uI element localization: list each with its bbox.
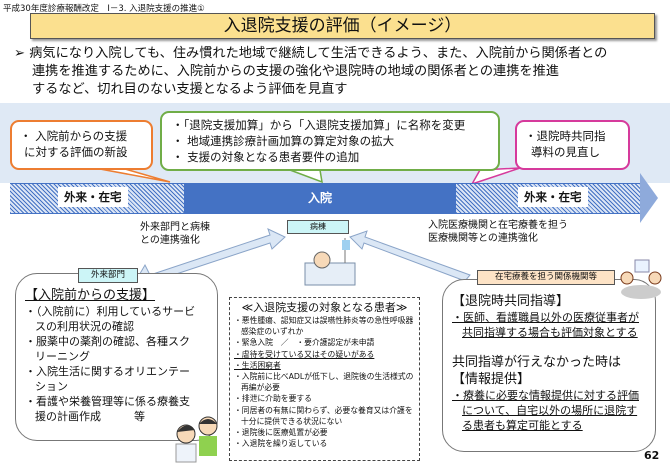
list-item: ・入退院を繰り返している — [234, 439, 328, 449]
list-item: ・退院後に医療処置が必要 — [234, 428, 328, 438]
page-title: 入退院支援の評価（イメージ） — [30, 13, 655, 39]
summary-text: 病気になり入院しても、住み慣れた地域で継続して生活できるよう、また、入院前から関… — [29, 46, 608, 61]
list-item: ・虐待を受けている又はその疑いがある — [234, 349, 375, 359]
outpatient-heading: 【入院前からの支援】 — [25, 288, 156, 303]
callout-line: ・ 支援の対象となる患者要件の追加 — [172, 150, 360, 164]
summary-line: 連携を推進するために、入院前からの支援の強化や退院時の地域の関係者との連携を推進 — [32, 64, 559, 79]
list-item: ・排泄に介助を要する — [234, 394, 312, 404]
list-item: ・生活困窮者 — [234, 360, 281, 370]
target-patients-box: ≪入退院支援の対象となる患者≫ ・悪性腫瘍、認知症又は誤嚥性肺炎等の急性呼吸器感… — [229, 297, 420, 461]
summary: ➢ 病気になり入院しても、住み慣れた地域で継続して生活できるよう、また、入院前か… — [14, 45, 664, 99]
note-institutions: 入院医療機関と在宅療養を担う 医療機関等との連携強化 — [428, 219, 568, 245]
callout-line: ・ 入院前からの支援 — [20, 129, 128, 143]
timeline-label-right: 外来・在宅 — [518, 187, 588, 207]
list-item: ・服薬中の薬剤の確認、各種スクリーニング — [25, 335, 190, 363]
list-item: ・入院生活に関するオリエンテーション — [25, 365, 190, 393]
joint-guidance-heading: 【退院時共同指導】 — [452, 294, 570, 309]
hospital-patient-illustration — [304, 238, 356, 286]
breadcrumb: 平成30年度診療報酬改定 Ⅰ－3. 入退院支援の推進① — [3, 4, 205, 14]
callout-line: ・ 地域連携診療計画加算の算定対象の拡大 — [172, 134, 395, 148]
list-item: ・入院前に比べADLが低下し、退院後の生活様式の再編が必要 — [234, 372, 414, 393]
meeting-illustration — [620, 259, 662, 299]
summary-line: するなど、切れ目のない支援となるよう評価を見直す — [32, 82, 348, 97]
note-outpatient-ward: 外来部門と病棟 との連携強化 — [140, 221, 210, 247]
home-care-content: 【退院時共同指導】 ・医師、看護職員以外の医療従事者が共同指導する場合も評価対象… — [452, 293, 647, 433]
outpatient-panel — [15, 273, 218, 441]
target-patients-heading: ≪入退院支援の対象となる患者≫ — [241, 301, 408, 314]
home-care-tag: 在宅療養を担う関係機関等 — [477, 270, 615, 285]
note-line: との連携強化 — [140, 235, 200, 246]
callout-line: ・「退院支援加算」から「入退院支援加算」に名称を変更 — [172, 118, 466, 132]
timeline-admission: 入院 — [184, 183, 456, 214]
bullet-arrow-icon: ➢ — [14, 46, 30, 61]
home-care-panel — [442, 279, 656, 452]
note-line: 入院医療機関と在宅療養を担う — [428, 220, 568, 231]
note-line: 外来部門と病棟 — [140, 222, 210, 233]
list-item: ・同居者の有無に関わらず、必要な養育又は介護を十分に提供できる状況にない — [234, 405, 413, 426]
callout-line: ・退院時共同指 — [525, 129, 606, 143]
callout-preadmission: ・ 入院前からの支援 に対する評価の新設 — [10, 120, 153, 170]
list-item: ・医師、看護職員以外の医療従事者が共同指導する場合も評価対象とする — [452, 311, 639, 339]
callout-line: 導料の見直し — [531, 145, 600, 159]
callout-line: に対する評価の新設 — [24, 145, 128, 159]
info-provision-heading: 【情報提供】 — [452, 372, 531, 387]
timeline-label-left: 外来・在宅 — [58, 187, 128, 207]
list-item: ・療養に必要な情報提供に対する評価について、自宅以外の場所に退院する患者も算定可… — [452, 389, 639, 432]
fallback-text: 共同指導が行えなかった時は — [452, 355, 622, 370]
consultation-illustration — [175, 416, 218, 463]
note-line: 医療機関等との連携強化 — [428, 233, 538, 244]
list-item: ・緊急入院 ／ ・要介護認定が未申請 — [234, 338, 375, 348]
callout-admission: ・「退院支援加算」から「入退院支援加算」に名称を変更 ・ 地域連携診療計画加算の… — [160, 111, 500, 171]
outpatient-tag: 外来部門 — [78, 268, 138, 283]
list-item: ・（入院前に）利用しているサービスの利用状況の確認 — [25, 305, 196, 333]
callout-discharge: ・退院時共同指 導料の見直し — [515, 120, 630, 170]
list-item: ・看護や栄養管理等に係る療養支援の計画作成 等 — [25, 395, 190, 423]
summary-line: ➢ 病気になり入院しても、住み慣れた地域で継続して生活できるよう、また、入院前か… — [14, 45, 664, 63]
outpatient-content: 【入院前からの支援】 ・（入院前に）利用しているサービスの利用状況の確認 ・服薬… — [25, 287, 200, 424]
list-item: ・悪性腫瘍、認知症又は誤嚥性肺炎等の急性呼吸器感染症のいずれか — [234, 316, 414, 337]
ward-label: 病棟 — [287, 220, 349, 234]
page-number: 62 — [644, 449, 660, 462]
timeline-arrow-head — [640, 173, 658, 223]
